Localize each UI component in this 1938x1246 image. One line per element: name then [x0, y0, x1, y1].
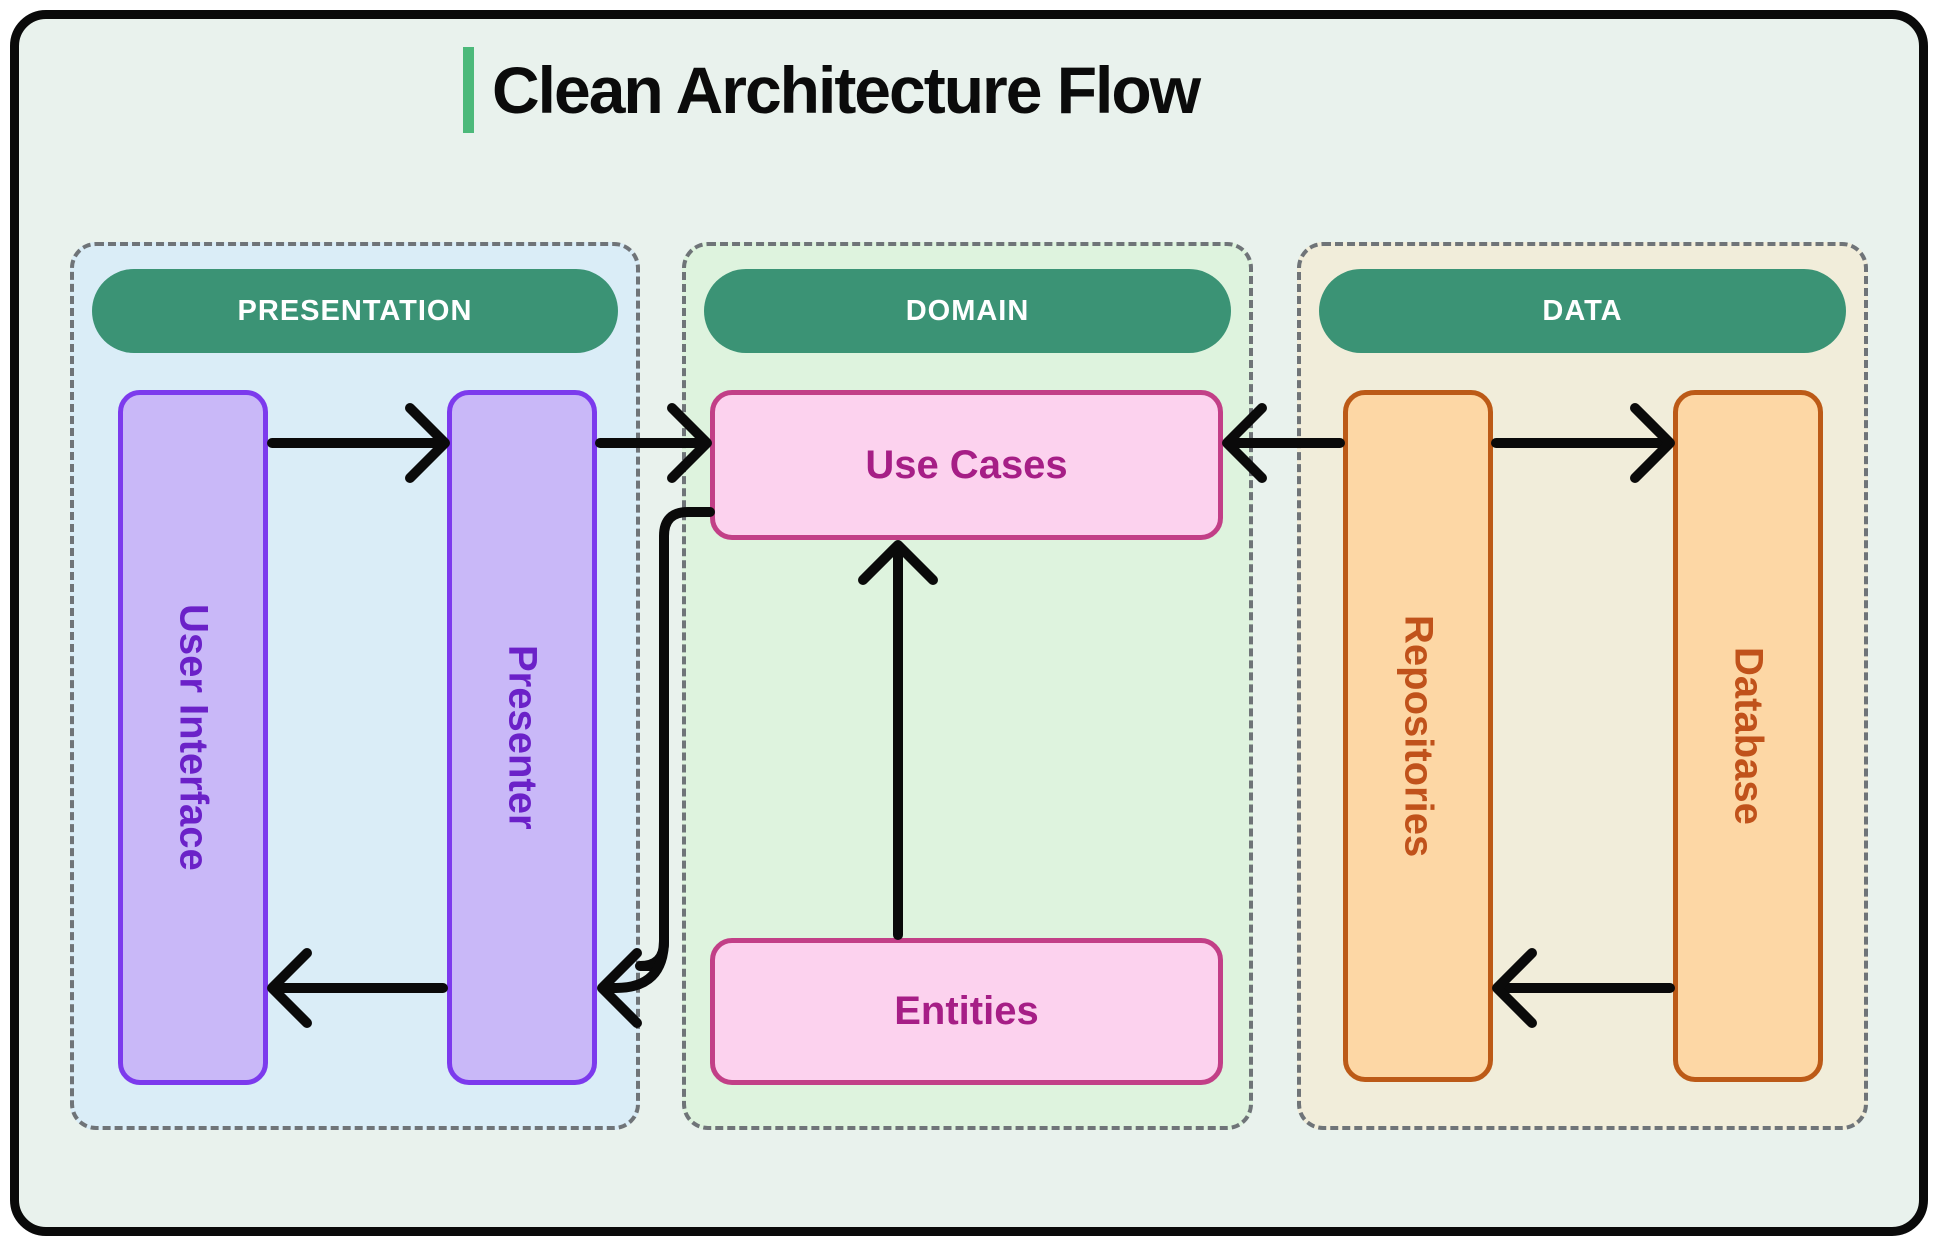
node-database: Database	[1673, 390, 1823, 1082]
data-layer-header: DATA	[1319, 269, 1846, 353]
node-user-interface: User Interface	[118, 390, 268, 1085]
presentation-layer-label: PRESENTATION	[237, 294, 473, 327]
presentation-layer-header: PRESENTATION	[92, 269, 618, 353]
node-use-cases: Use Cases	[710, 390, 1223, 540]
node-user-interface-label: User Interface	[171, 604, 216, 871]
data-layer-label: DATA	[1542, 294, 1623, 327]
domain-layer-header: DOMAIN	[704, 269, 1231, 353]
page-title: Clean Architecture Flow	[492, 53, 1201, 127]
node-entities: Entities	[710, 938, 1223, 1085]
title-accent-bar	[463, 47, 474, 133]
node-presenter-label: Presenter	[500, 645, 545, 830]
node-database-label: Database	[1726, 647, 1771, 825]
node-presenter: Presenter	[447, 390, 597, 1085]
node-repositories-label: Repositories	[1396, 614, 1441, 858]
domain-layer-label: DOMAIN	[905, 294, 1030, 327]
node-use-cases-label: Use Cases	[865, 442, 1068, 487]
node-repositories: Repositories	[1343, 390, 1493, 1082]
node-entities-label: Entities	[894, 989, 1039, 1033]
